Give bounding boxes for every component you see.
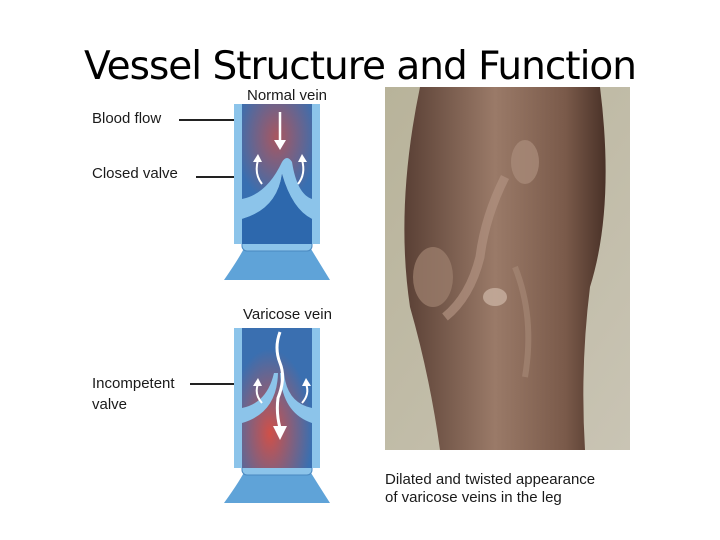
normal-vein-heading: Normal vein — [247, 87, 328, 104]
incompetent-label-line2: valve — [92, 396, 128, 413]
incompetent-label-line1: Incompetent — [92, 375, 175, 392]
normal-vein-diagram — [224, 104, 330, 280]
blood-flow-leader-line — [179, 119, 284, 121]
photo-caption-line2: of varicose veins in the leg — [385, 489, 562, 506]
photo-caption-line1: Dilated and twisted appearance — [385, 471, 596, 488]
closed-valve-label: Closed valve — [92, 165, 178, 182]
varicose-vein-heading: Varicose vein — [243, 306, 332, 323]
varicose-leg-photo — [385, 87, 630, 450]
blood-flow-label: Blood flow — [92, 110, 162, 127]
varicose-vein-diagram — [224, 328, 330, 503]
slide-title: Vessel Structure and Function — [84, 44, 637, 89]
